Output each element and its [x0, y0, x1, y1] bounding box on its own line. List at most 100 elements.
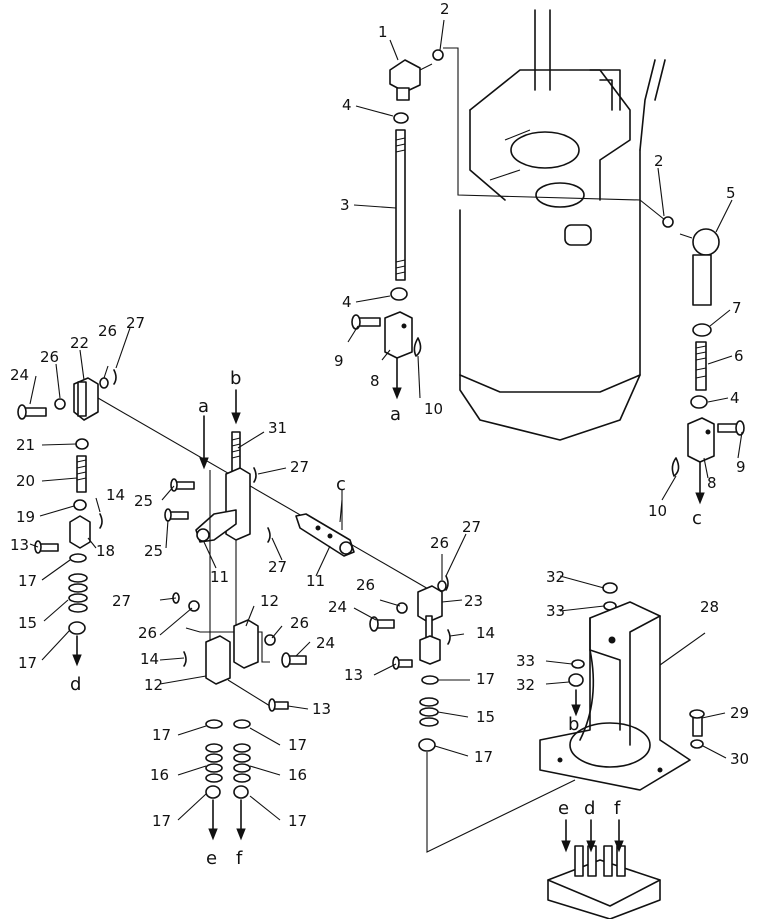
callout-15: 15	[476, 708, 495, 726]
callout-29: 29	[730, 704, 749, 722]
bolt-13a	[34, 540, 59, 554]
bolt-24c	[369, 616, 395, 632]
callout-17: 17	[474, 748, 493, 766]
letter-b: b	[568, 714, 579, 735]
callout-23: 23	[464, 592, 483, 610]
spring-16a	[205, 743, 223, 783]
cotter-pin-10b	[671, 457, 680, 477]
callout-32: 32	[516, 676, 535, 694]
callout-20: 20	[16, 472, 35, 490]
letter-a: a	[198, 396, 209, 417]
washer-2b	[662, 216, 674, 228]
callout-32: 32	[546, 568, 565, 586]
connection-letters: a a b b c c d d e e f f	[70, 368, 702, 869]
right-rod-assembly	[662, 216, 745, 505]
letter-d: d	[584, 798, 595, 819]
cotter-pin-27b	[253, 467, 257, 483]
callout-17: 17	[18, 654, 37, 672]
callout-1: 1	[378, 23, 388, 41]
callout-17: 17	[152, 726, 171, 744]
callout-24: 24	[316, 634, 335, 652]
link-11b	[295, 513, 355, 557]
cotter-pin-14b	[183, 651, 187, 667]
leader-line-13b	[227, 679, 271, 707]
callout-25: 25	[134, 492, 153, 510]
ball-joint-5	[679, 228, 720, 306]
callout-16: 16	[288, 766, 307, 784]
callout-27: 27	[126, 314, 145, 332]
adjuster-6	[695, 341, 707, 391]
callout-26: 26	[138, 624, 157, 642]
nut-19	[73, 499, 87, 511]
clevis-18	[69, 515, 91, 549]
cotter-pin-27e	[445, 575, 449, 591]
valve-base	[547, 819, 661, 919]
callout-19: 19	[16, 508, 35, 526]
leader-line-left	[97, 397, 431, 591]
adjuster-20	[76, 455, 87, 493]
bracket-28	[539, 601, 691, 791]
control-tower	[459, 9, 666, 441]
callout-26: 26	[40, 348, 59, 366]
washer-26f	[396, 602, 408, 614]
washer-33b	[571, 659, 585, 669]
nut-7	[692, 323, 712, 337]
callout-8: 8	[707, 474, 717, 492]
callout-26: 26	[290, 614, 309, 632]
threaded-rod-31	[231, 431, 241, 473]
callout-26: 26	[356, 576, 375, 594]
seat-17d	[233, 719, 251, 729]
letter-e: e	[206, 848, 217, 869]
callout-18: 18	[96, 542, 115, 560]
washer-2a	[432, 49, 444, 61]
callout-16: 16	[150, 766, 169, 784]
clevis-12a	[205, 635, 231, 685]
letter-a: a	[390, 404, 401, 425]
callout-8: 8	[370, 372, 380, 390]
callout-12: 12	[260, 592, 279, 610]
letter-e: e	[558, 798, 569, 819]
seat-17e	[205, 785, 221, 799]
callout-27: 27	[112, 592, 131, 610]
callout-27: 27	[462, 518, 481, 536]
callout-13: 13	[344, 666, 363, 684]
callout-12: 12	[144, 676, 163, 694]
pin-25a	[170, 478, 195, 492]
callout-2: 2	[440, 0, 450, 18]
seat-17b	[68, 621, 86, 635]
pin-25b	[164, 508, 189, 522]
letter-c: c	[692, 508, 702, 529]
callout-17: 17	[288, 736, 307, 754]
seat-17g	[421, 675, 439, 685]
bolt-13c	[392, 656, 413, 670]
washer-26a	[54, 398, 66, 410]
seat-17c	[205, 719, 223, 729]
callout-numbers: 1 2 2 3 4 4 4 5 6 7 8 8 9 9 10 10 11 11 …	[10, 0, 749, 830]
callout-14: 14	[140, 650, 159, 668]
center-lever-assembly	[164, 389, 307, 841]
seat-17a	[69, 553, 87, 563]
callout-9: 9	[736, 458, 746, 476]
clevis-8a	[384, 311, 413, 359]
cotter-pin-14a	[99, 513, 103, 529]
callout-13: 13	[10, 536, 29, 554]
cotter-pin-10a	[413, 337, 422, 357]
callout-10: 10	[424, 400, 443, 418]
callout-30: 30	[730, 750, 749, 768]
clevis-23	[417, 585, 443, 665]
clevis-22	[73, 377, 99, 421]
washer-26e	[437, 580, 447, 592]
nut-4c	[690, 395, 708, 409]
bracket-28-assembly	[539, 582, 705, 791]
callout-25: 25	[144, 542, 163, 560]
callout-17: 17	[152, 812, 171, 830]
nut-4b	[390, 287, 408, 301]
callout-5: 5	[726, 184, 736, 202]
letter-f: f	[614, 798, 621, 819]
cotter-pin-14c	[447, 629, 451, 645]
frame-line	[185, 627, 270, 663]
callout-33: 33	[546, 602, 565, 620]
callout-6: 6	[734, 347, 744, 365]
